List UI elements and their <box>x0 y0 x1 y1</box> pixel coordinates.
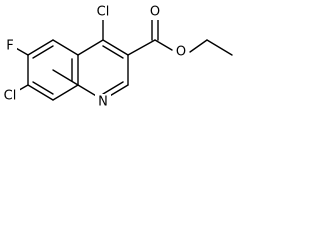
atom-carbonyl-o: O <box>147 4 163 20</box>
atom-f: F <box>3 39 17 55</box>
bond-c4-c3 <box>102 39 129 56</box>
bond-ch2-ch3 <box>206 39 233 56</box>
atom-label-f: F <box>6 39 13 54</box>
atom-label-cl-bottom: Cl <box>4 89 17 104</box>
atom-label-ester-o: O <box>176 45 186 60</box>
bond-c4a-c4 <box>77 39 104 56</box>
molecule-structure: Cl F Cl N O O <box>0 4 233 110</box>
bond-c7-c8 <box>27 84 54 101</box>
atom-ester-o: O <box>173 44 189 60</box>
double-bond-c2-n1 <box>102 81 124 95</box>
double-bond-c7-c8 <box>32 81 54 95</box>
bond-c3-carbonyl <box>127 39 156 56</box>
atom-label-cl-top: Cl <box>97 5 110 20</box>
bond-ester-o-ch2 <box>189 39 208 53</box>
bond-c8-c8a <box>52 69 79 86</box>
bond-carbonyl-ester-o <box>154 39 173 51</box>
atom-label-carbonyl-o: O <box>150 5 160 20</box>
atom-n: N <box>95 94 111 110</box>
bond-c5-c6 <box>27 39 54 56</box>
bond-c8-c8a-link <box>52 84 79 101</box>
right-ring <box>77 39 129 101</box>
left-ring <box>27 39 79 101</box>
double-bond-c3-c4 <box>102 45 124 59</box>
double-bond-c5-c6 <box>32 45 54 59</box>
atom-cl-bottom: Cl <box>0 88 20 104</box>
atom-cl-top: Cl <box>93 4 113 20</box>
bond-c4a-c5 <box>52 39 79 56</box>
atom-label-n: N <box>98 95 108 110</box>
